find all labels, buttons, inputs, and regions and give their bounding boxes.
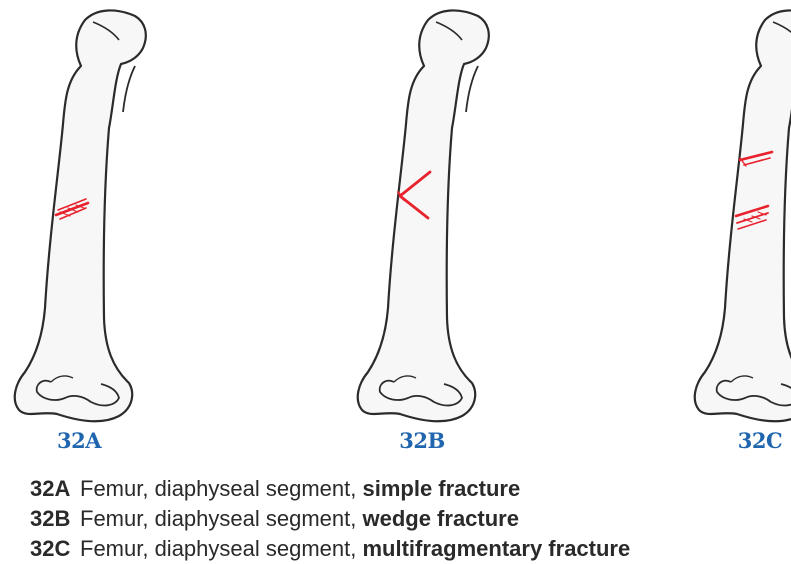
femur-32B [358,10,489,421]
legend-description: Femur, diaphyseal segment, [80,476,362,501]
figure-label-32A: 32A [19,428,139,453]
femur-figure [0,0,791,440]
legend-description: Femur, diaphyseal segment, [80,506,362,531]
legend-code: 32C [30,534,80,564]
femur-32A [15,10,146,421]
legend-description: Femur, diaphyseal segment, [80,536,362,561]
figure-label-32C: 32C [700,428,791,453]
figure-label-32B: 32B [362,428,482,453]
legend-code: 32A [30,474,80,504]
legend-fracture-type: multifragmentary fracture [362,536,630,561]
legend-fracture-type: simple fracture [362,476,520,501]
legend-fracture-type: wedge fracture [362,506,519,531]
legend-code: 32B [30,504,80,534]
femur-32C [695,10,791,421]
